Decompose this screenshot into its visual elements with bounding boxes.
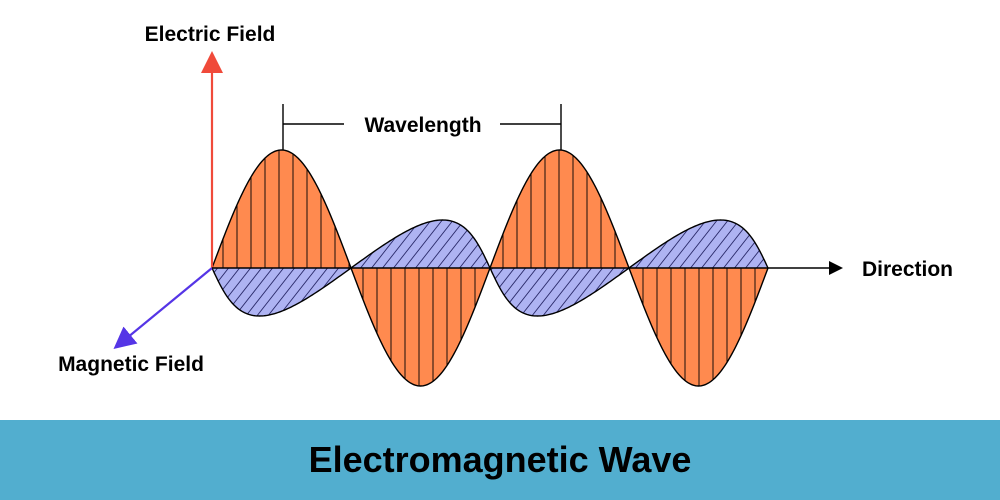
magnetic-hatch-line (18, 200, 128, 340)
magnetic-field-axis-arrow (113, 267, 213, 349)
magnetic-hatch-line (975, 200, 1000, 340)
magnetic-hatch-line (0, 200, 62, 340)
magnetic-hatch-line (0, 200, 106, 340)
magnetic-hatch-line (0, 200, 40, 340)
direction-label: Direction (862, 258, 953, 281)
magnetic-hatch-line (0, 200, 7, 340)
magnetic-hatch-line (40, 200, 150, 340)
footer-banner: Electromagnetic Wave (0, 420, 1000, 500)
magnetic-hatch-line (964, 200, 1000, 340)
magnetic-hatch-line (0, 200, 73, 340)
wavelength-bracket (282, 104, 562, 150)
magnetic-hatch-line (0, 200, 18, 340)
magnetic-hatch-line (765, 220, 768, 316)
magnetic-hatch-line (73, 200, 183, 340)
magnetic-hatch-line (0, 200, 95, 340)
magnetic-hatch-line (986, 200, 1000, 340)
magnetic-hatch-line (84, 200, 194, 340)
wavelength-label: Wavelength (364, 114, 481, 137)
electric-field-label: Electric Field (145, 23, 276, 46)
magnetic-hatch-line (7, 200, 117, 340)
magnetic-hatch-line (0, 200, 84, 340)
magnetic-hatch-line (212, 220, 217, 316)
magnetic-hatch-line (0, 200, 29, 340)
magnetic-hatch-line (51, 200, 161, 340)
magnetic-hatch-line (62, 200, 172, 340)
magnetic-hatch-line (754, 220, 768, 316)
magnetic-field-label: Magnetic Field (58, 353, 204, 376)
magnetic-hatch-line (953, 200, 1000, 340)
diagram-title: Electromagnetic Wave (308, 439, 692, 480)
electromagnetic-wave-diagram: Electric Field Magnetic Field Wavelength… (0, 23, 1000, 387)
magnetic-hatch-line (0, 200, 51, 340)
magnetic-hatch-line (29, 200, 139, 340)
electric-wave-hatching (222, 150, 756, 386)
